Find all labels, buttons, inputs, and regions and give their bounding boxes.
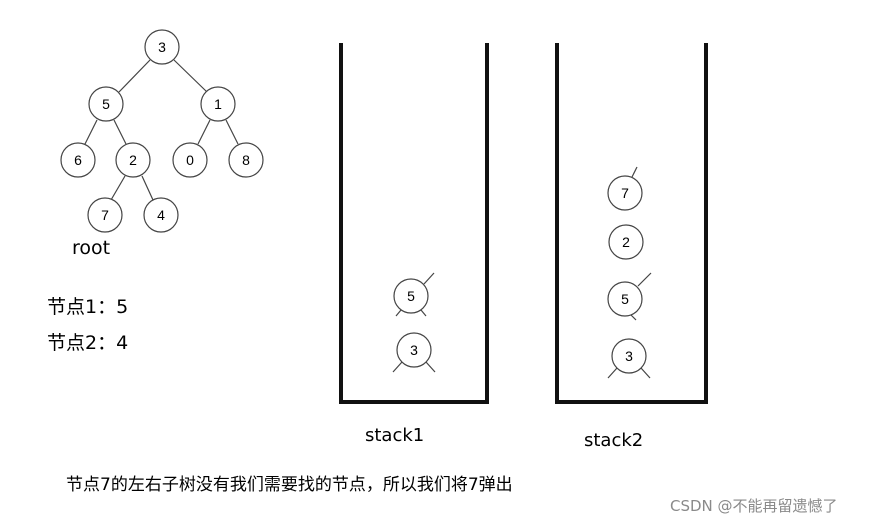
tree-node-1: 1 — [200, 86, 236, 122]
stack2-item-2: 2 — [608, 224, 644, 260]
tree-node-3: 3 — [144, 29, 180, 65]
stack1-container — [339, 43, 489, 404]
tree-edges — [84, 59, 239, 201]
tree-node-1-label: 1 — [214, 96, 222, 112]
stack1-label: stack1 — [365, 425, 425, 446]
tree-node-8: 8 — [228, 142, 264, 178]
tree-node-7-label: 7 — [101, 207, 109, 223]
edge-2-4 — [141, 175, 154, 201]
tree-node-4: 4 — [143, 197, 179, 233]
tree-node-7: 7 — [87, 197, 123, 233]
stack1-item-5-label: 5 — [407, 288, 415, 304]
stack1-item-3: 3 — [392, 332, 436, 373]
edge-3-5 — [118, 59, 151, 93]
tree-node-0-label: 0 — [186, 152, 194, 168]
watermark: CSDN @不能再留遗憾了 — [670, 497, 838, 515]
stack2-item-3: 3 — [607, 338, 651, 379]
tree-node-8-label: 8 — [242, 152, 250, 168]
tree-node-6: 6 — [60, 142, 96, 178]
edge-5-2 — [113, 119, 127, 145]
stack2-item-7: 7 — [607, 166, 643, 211]
stack2-item-3-label: 3 — [625, 348, 633, 364]
stack2-container — [555, 43, 708, 404]
stack1-item-3-label: 3 — [410, 342, 418, 358]
root-label: root — [72, 237, 111, 259]
stack2-item-5: 5 — [607, 272, 652, 321]
tree-node-5-label: 5 — [102, 96, 110, 112]
tree-node-5: 5 — [88, 86, 124, 122]
stack2-label: stack2 — [584, 430, 644, 451]
edge-3-1 — [173, 59, 208, 93]
target-node-1: 节点1：5 — [47, 296, 129, 318]
stack1-item-5: 5 — [393, 272, 435, 317]
stack2-item-5-label: 5 — [621, 291, 629, 307]
stack2-item-2-label: 2 — [622, 234, 630, 250]
tree-node-6-label: 6 — [74, 152, 82, 168]
stack2-item-7-label: 7 — [621, 185, 629, 201]
edge-1-0 — [197, 119, 211, 145]
edge-2-7 — [110, 175, 126, 201]
target-node-2: 节点2：4 — [47, 332, 129, 354]
tree-node-3-label: 3 — [158, 39, 166, 55]
tree-node-4-label: 4 — [157, 207, 165, 223]
tree-node-2: 2 — [115, 142, 151, 178]
tree-node-2-label: 2 — [129, 152, 137, 168]
edge-1-8 — [225, 119, 239, 145]
caption: 节点7的左右子树没有我们需要找的节点，所以我们将7弹出 — [66, 475, 513, 495]
edge-5-6 — [84, 119, 98, 145]
tree-node-0: 0 — [172, 142, 208, 178]
